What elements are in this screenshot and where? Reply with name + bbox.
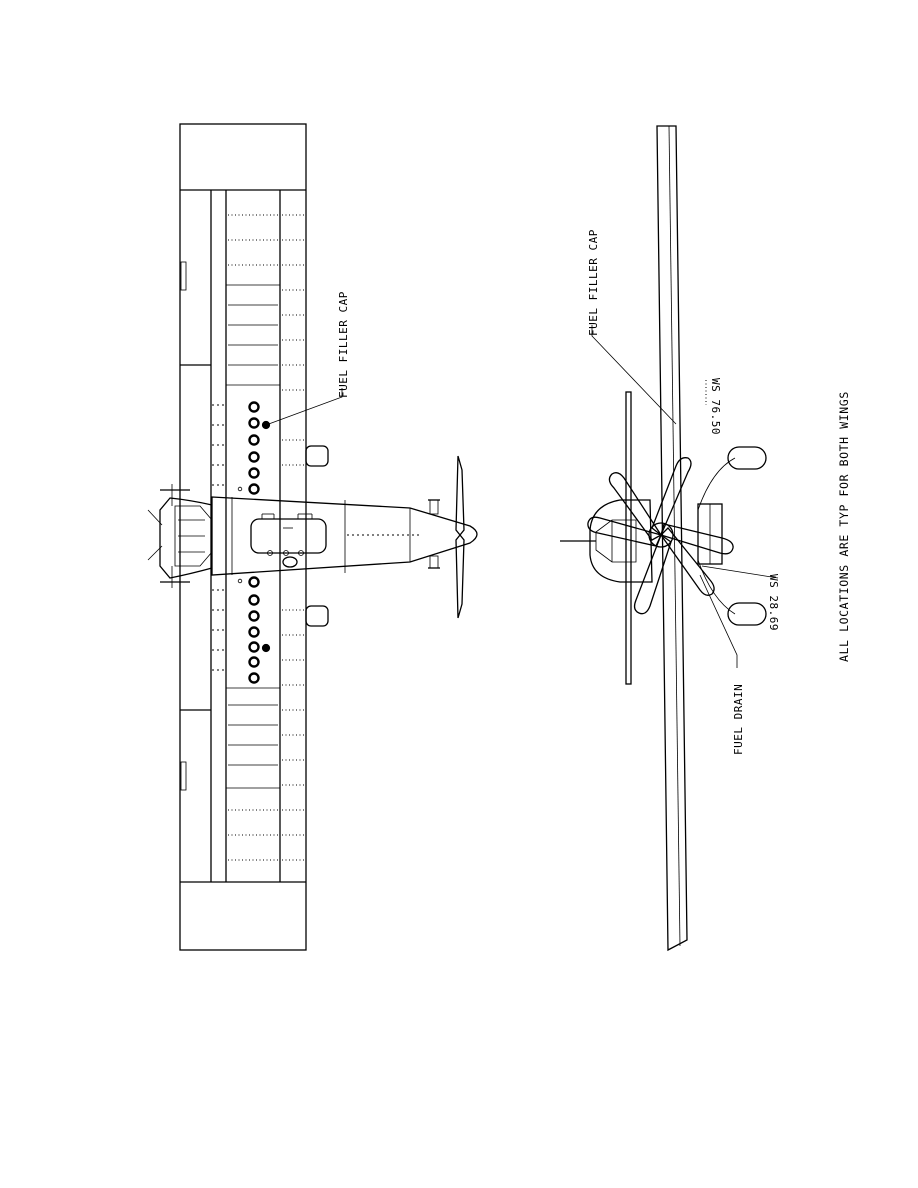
front-view: FUEL FILLER CAP WS 76.50 WS 28.69 FUEL D… xyxy=(560,125,780,952)
propeller-front-view xyxy=(587,457,734,615)
top-view-filler-label: FUEL FILLER CAP xyxy=(337,291,350,398)
wing-outline xyxy=(179,123,307,951)
wing-ribs-lower xyxy=(212,589,305,861)
tail-top-view xyxy=(147,484,213,588)
inspection-ports-upper xyxy=(237,401,260,495)
wing-ribs-upper xyxy=(212,214,305,486)
fuel-filler-cap-lower xyxy=(261,643,271,653)
ws-inner-label: WS 28.69 xyxy=(767,574,780,631)
ws-outer-label: WS 76.50 xyxy=(709,378,722,435)
fuel-drain-label: FUEL DRAIN xyxy=(732,684,745,755)
inspection-ports-lower xyxy=(237,576,260,684)
front-view-filler-label: FUEL FILLER CAP xyxy=(587,229,600,336)
propeller-top-view xyxy=(455,455,465,619)
fuselage-top-view xyxy=(211,496,478,576)
wing-front-view xyxy=(656,125,688,952)
general-note: ALL LOCATIONS ARE TYP FOR BOTH WINGS xyxy=(837,391,851,662)
top-view: FUEL FILLER CAP xyxy=(147,123,478,951)
